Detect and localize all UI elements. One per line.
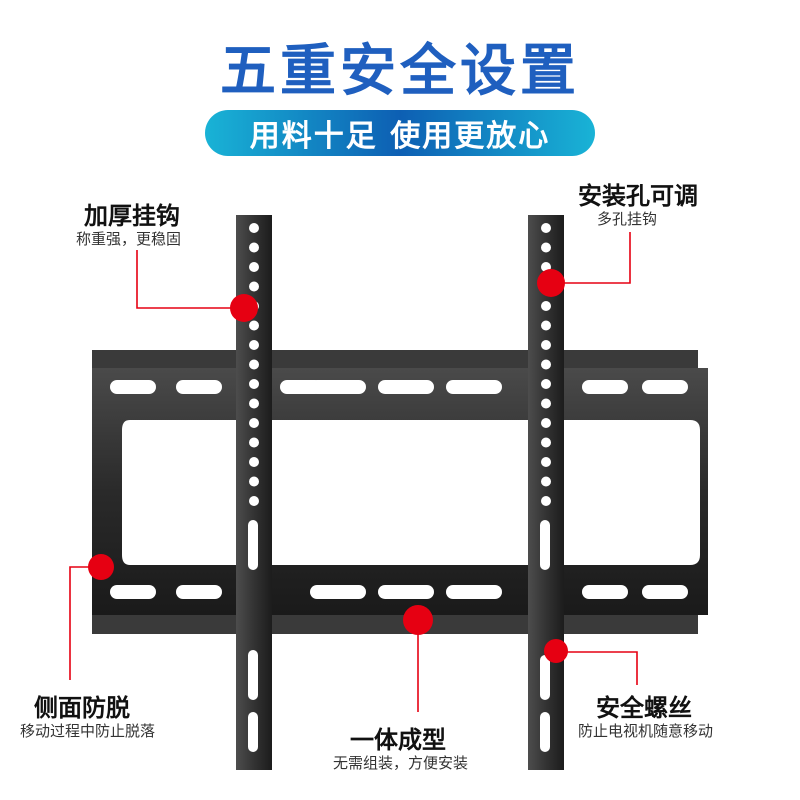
mounting-hole — [541, 320, 551, 331]
marker-thick-hook — [230, 294, 258, 322]
mounting-hole — [541, 242, 551, 253]
feature-safety-screw-desc: 防止电视机随意移动 — [578, 722, 714, 740]
mounting-hole — [249, 340, 259, 350]
feature-safety-screw-title: 安全螺丝 — [596, 694, 692, 722]
mounting-hole — [541, 301, 551, 311]
feature-adjustable-holes-desc: 多孔挂钩 — [597, 210, 658, 228]
mounting-hole — [249, 418, 259, 428]
mounting-hole — [249, 223, 259, 233]
mounting-hole — [249, 359, 259, 370]
marker-safety-screw — [544, 639, 568, 663]
mounting-hole — [541, 418, 551, 428]
marker-adjustable-holes — [537, 269, 565, 297]
callout-line-adjustable-holes — [553, 232, 631, 284]
feature-one-piece-desc: 无需组装，方便安装 — [333, 754, 469, 772]
marker-one-piece — [403, 605, 433, 635]
mounting-hole — [541, 359, 551, 370]
mounting-hole — [541, 223, 551, 233]
feature-thick-hook-title: 加厚挂钩 — [84, 202, 180, 230]
page-title: 五重安全设置 — [220, 39, 580, 104]
mounting-hole — [249, 320, 259, 331]
subtitle-text: 用料十足 使用更放心 — [249, 119, 551, 154]
callout-line-safety-screw — [557, 651, 638, 685]
mounting-hole — [249, 398, 259, 409]
mounting-hole — [249, 379, 259, 389]
mounting-hole — [249, 281, 259, 292]
feature-adjustable-holes-title: 安装孔可调 — [578, 182, 698, 210]
mounting-hole — [249, 437, 259, 448]
subtitle-banner: 用料十足 使用更放心 — [205, 110, 595, 156]
feature-thick-hook-desc: 称重强，更稳固 — [76, 230, 182, 248]
mounting-hole — [249, 476, 259, 487]
feature-side-guard-desc: 移动过程中防止脱落 — [20, 722, 156, 740]
mounting-hole — [249, 496, 259, 506]
mounting-hole — [541, 437, 551, 448]
mounting-hole — [541, 340, 551, 350]
feature-one-piece-title: 一体成型 — [350, 726, 446, 754]
mounting-hole — [541, 398, 551, 409]
mounting-hole — [249, 242, 259, 253]
marker-side-guard — [88, 554, 114, 580]
mounting-hole — [249, 457, 259, 467]
mounting-hole — [541, 379, 551, 389]
mounting-hole — [249, 262, 259, 272]
feature-side-guard-title: 侧面防脱 — [34, 694, 130, 722]
right-vertical-arm — [528, 215, 564, 770]
callout-line-thick-hook — [136, 250, 235, 309]
mounting-hole — [541, 476, 551, 487]
mounting-hole — [541, 496, 551, 506]
mount-frame — [92, 350, 708, 634]
mounting-hole — [541, 457, 551, 467]
